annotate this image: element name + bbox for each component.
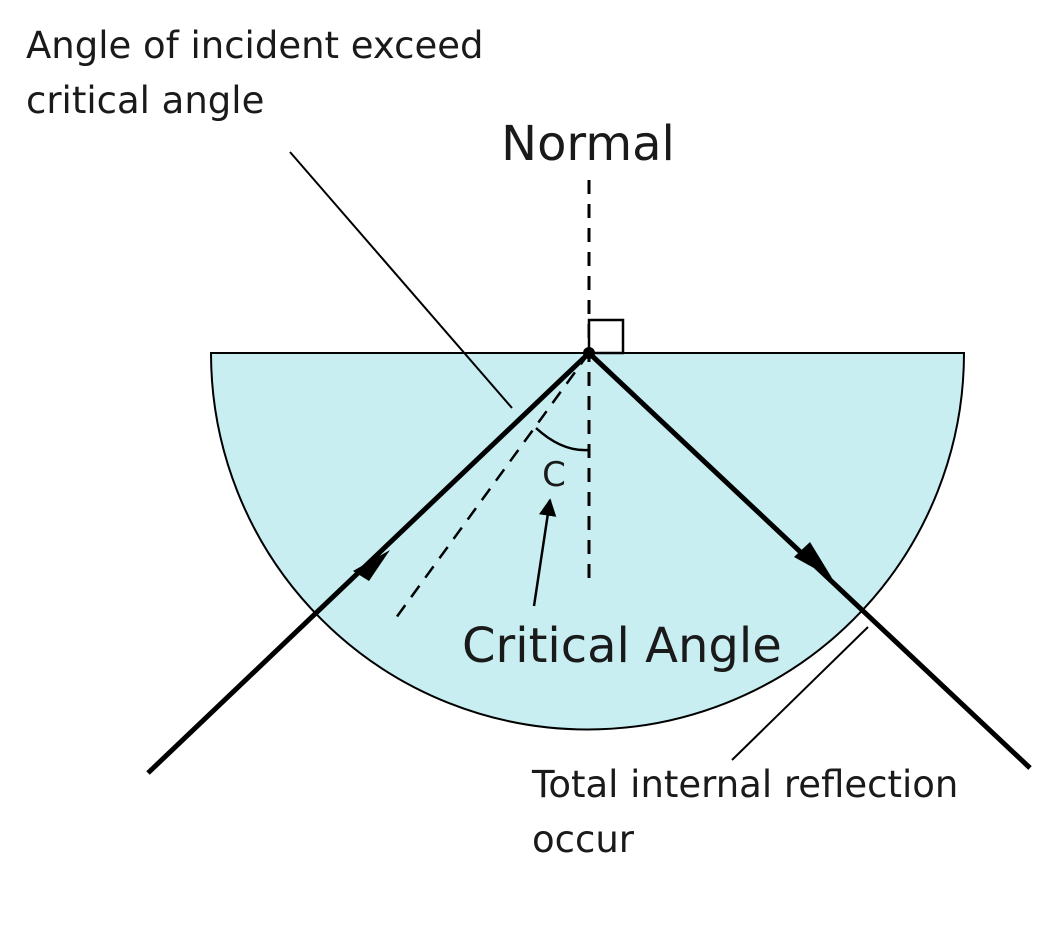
- reflected-ray-arrowhead: [794, 542, 832, 578]
- incident-ray-arrowhead: [353, 550, 390, 581]
- incident-angle-label-line2: critical angle: [26, 79, 264, 122]
- incident-label-leader: [289, 151, 513, 409]
- incidence-point: [583, 347, 595, 359]
- angle-symbol-label: C: [542, 455, 566, 495]
- right-angle-marker: [587, 318, 625, 355]
- critical-angle-leader: [532, 498, 557, 607]
- normal-label: Normal: [501, 116, 675, 172]
- critical-angle-ray: [391, 352, 591, 623]
- tir-label-line2: occur: [532, 818, 635, 861]
- tir-label-leader: [731, 626, 869, 761]
- critical-angle-arc: [535, 427, 590, 452]
- incident-angle-label-line1: Angle of incident exceed: [26, 24, 484, 67]
- tir-label-line1: Total internal reflection: [531, 763, 958, 806]
- critical-angle-label: Critical Angle: [462, 618, 782, 674]
